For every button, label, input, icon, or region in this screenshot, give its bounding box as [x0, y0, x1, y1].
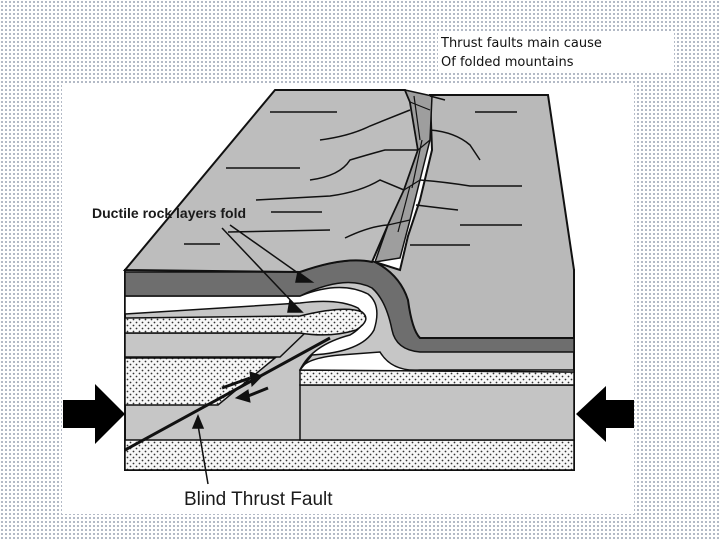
caption-line-1: Thrust faults main cause — [441, 36, 602, 51]
ductile-leader-lines — [221, 224, 315, 313]
fault-scarp-cliff — [373, 88, 433, 263]
left-mid-layer — [124, 332, 307, 358]
left-surface-block — [122, 89, 420, 274]
fault-leader-line — [191, 414, 209, 485]
right-surface-block — [374, 94, 575, 339]
cliff-facets — [387, 95, 431, 233]
surface-layer-traces — [184, 95, 522, 246]
caption-line-2: Of folded mountains — [441, 55, 574, 70]
label-ductile-rock-layers: Ductile rock layers fold — [92, 205, 246, 221]
white-folded-layer — [124, 286, 378, 371]
right-white-layer — [298, 351, 575, 373]
dotted-folded-layer — [124, 308, 367, 336]
thrust-fault-line — [124, 336, 331, 452]
right-mid-layer — [299, 384, 575, 441]
compression-arrow-right — [576, 386, 634, 442]
compression-arrow-left — [63, 384, 125, 444]
bottom-dotted-layer — [124, 439, 575, 471]
slide-caption: Thrust faults main cause Of folded mount… — [438, 33, 674, 73]
left-dotted-layer-lower — [124, 357, 278, 406]
slip-arrows — [221, 371, 269, 403]
label-blind-thrust-fault: Blind Thrust Fault — [184, 489, 333, 510]
